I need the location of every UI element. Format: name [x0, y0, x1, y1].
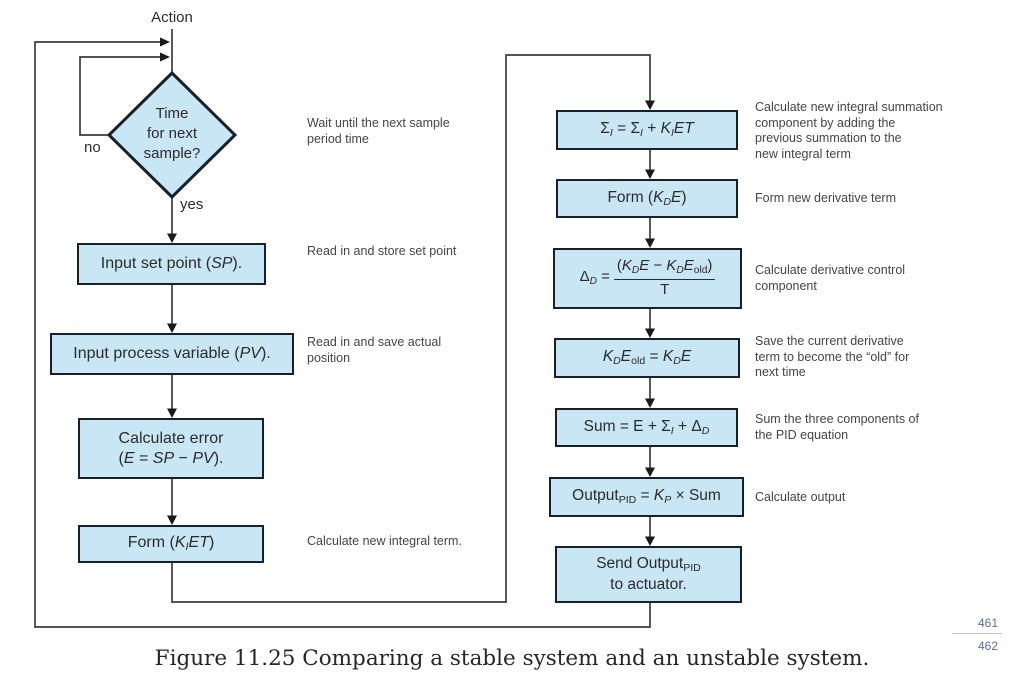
- flow-box-text: KDEold = KDE: [602, 348, 692, 368]
- flow-box-text: Form (KDE): [607, 188, 687, 208]
- flow-box-input-process-variable: Input process variable (PV).: [50, 333, 294, 375]
- flow-box-text: Calculate error: [118, 429, 224, 447]
- annotation-new-integral-term: Calculate new integral term.: [307, 534, 462, 548]
- flow-box-text: (E = SP − PV).: [118, 449, 224, 467]
- fraction-denominator: T: [660, 280, 670, 298]
- annotation-read-position: Read in and save actual position: [307, 335, 442, 365]
- arrowhead-down-icon: [167, 323, 177, 333]
- action-label: Action: [151, 9, 193, 26]
- flow-box-text: Input process variable (PV).: [73, 345, 271, 362]
- flow-box-text: Sum = E + ΣI + ΔD: [583, 417, 710, 437]
- flow-box-derivative-component: ΔD = (KDE − KDEold) T: [553, 248, 742, 309]
- flow-box-form-ki-et: Form (KIET): [78, 525, 264, 563]
- page-number-462: 462: [977, 639, 998, 653]
- fraction: (KDE − KDEold) T: [613, 257, 716, 299]
- annotation-derivative-control: Calculate derivative control component: [755, 263, 906, 293]
- flow-box-calculate-error: Calculate error (E = SP − PV).: [78, 418, 264, 479]
- fraction-numerator: (KDE − KDEold): [613, 257, 716, 280]
- annotation-read-set-point: Read in and store set point: [307, 244, 457, 258]
- arrowhead-down-icon: [645, 536, 655, 546]
- annotation-sum-components: Sum the three components of the PID equa…: [755, 412, 919, 442]
- decision-label: Time for next sample?: [143, 105, 201, 162]
- arrowhead-down-icon: [167, 515, 177, 525]
- flow-box-text: Send OutputPID: [596, 555, 701, 575]
- flow-box-save-derivative: KDEold = KDE: [554, 338, 740, 378]
- figure-caption: Figure 11.25 Comparing a stable system a…: [154, 646, 870, 671]
- arrowhead-down-icon: [645, 328, 655, 338]
- arrowhead-down-icon: [167, 233, 177, 243]
- annotation-calculate-output: Calculate output: [755, 490, 846, 504]
- arrowhead-right-icon: [160, 37, 170, 47]
- arrowhead-right-icon: [160, 52, 170, 62]
- arrowhead-down-icon: [645, 169, 655, 179]
- flow-box-form-kd-e: Form (KDE): [556, 179, 738, 218]
- arrowhead-down-icon: [645, 238, 655, 248]
- flow-box-integral-summation: ΣI = ΣI + KIET: [556, 110, 738, 150]
- annotation-form-derivative: Form new derivative term: [755, 191, 897, 205]
- yes-branch-label: yes: [180, 196, 204, 213]
- flow-box-input-set-point: Input set point (SP).: [77, 243, 266, 285]
- outer-loop-line: [34, 41, 651, 628]
- delta-prefix: ΔD =: [579, 268, 610, 288]
- arrowhead-down-icon: [645, 398, 655, 408]
- annotation-wait-sample: Wait until the next sample period time: [307, 116, 450, 146]
- arrowhead-down-icon: [645, 100, 655, 110]
- flow-box-text: Input set point (SP).: [100, 255, 243, 272]
- no-branch-label: no: [84, 139, 101, 156]
- left-to-right-column-connector: [171, 54, 651, 603]
- connector-lines: [34, 29, 651, 628]
- flow-box-text: to actuator.: [610, 576, 687, 594]
- arrowhead-down-icon: [645, 467, 655, 477]
- page-number-461: 461: [977, 616, 998, 630]
- arrowheads: [160, 37, 655, 546]
- annotation-integral-summation: Calculate new integral summation compone…: [755, 100, 943, 161]
- flow-box-output-pid: OutputPID = KP × Sum: [549, 477, 744, 517]
- annotation-save-derivative: Save the current derivative term to beco…: [755, 334, 910, 379]
- decision-diamond-shape: [106, 70, 238, 200]
- arrowhead-down-icon: [167, 408, 177, 418]
- flow-box-sum: Sum = E + ΣI + ΔD: [555, 408, 738, 447]
- no-loop-line: [79, 56, 161, 136]
- flow-box-text: Form (KIET): [127, 534, 215, 554]
- flow-box-text: ΔD = (KDE − KDEold) T: [580, 257, 716, 299]
- flow-box-text: OutputPID = KP × Sum: [572, 487, 721, 507]
- flow-box-text: ΣI = ΣI + KIET: [600, 120, 694, 140]
- page-break-divider: [952, 633, 1002, 634]
- flow-box-send-output: Send OutputPID to actuator.: [555, 546, 742, 603]
